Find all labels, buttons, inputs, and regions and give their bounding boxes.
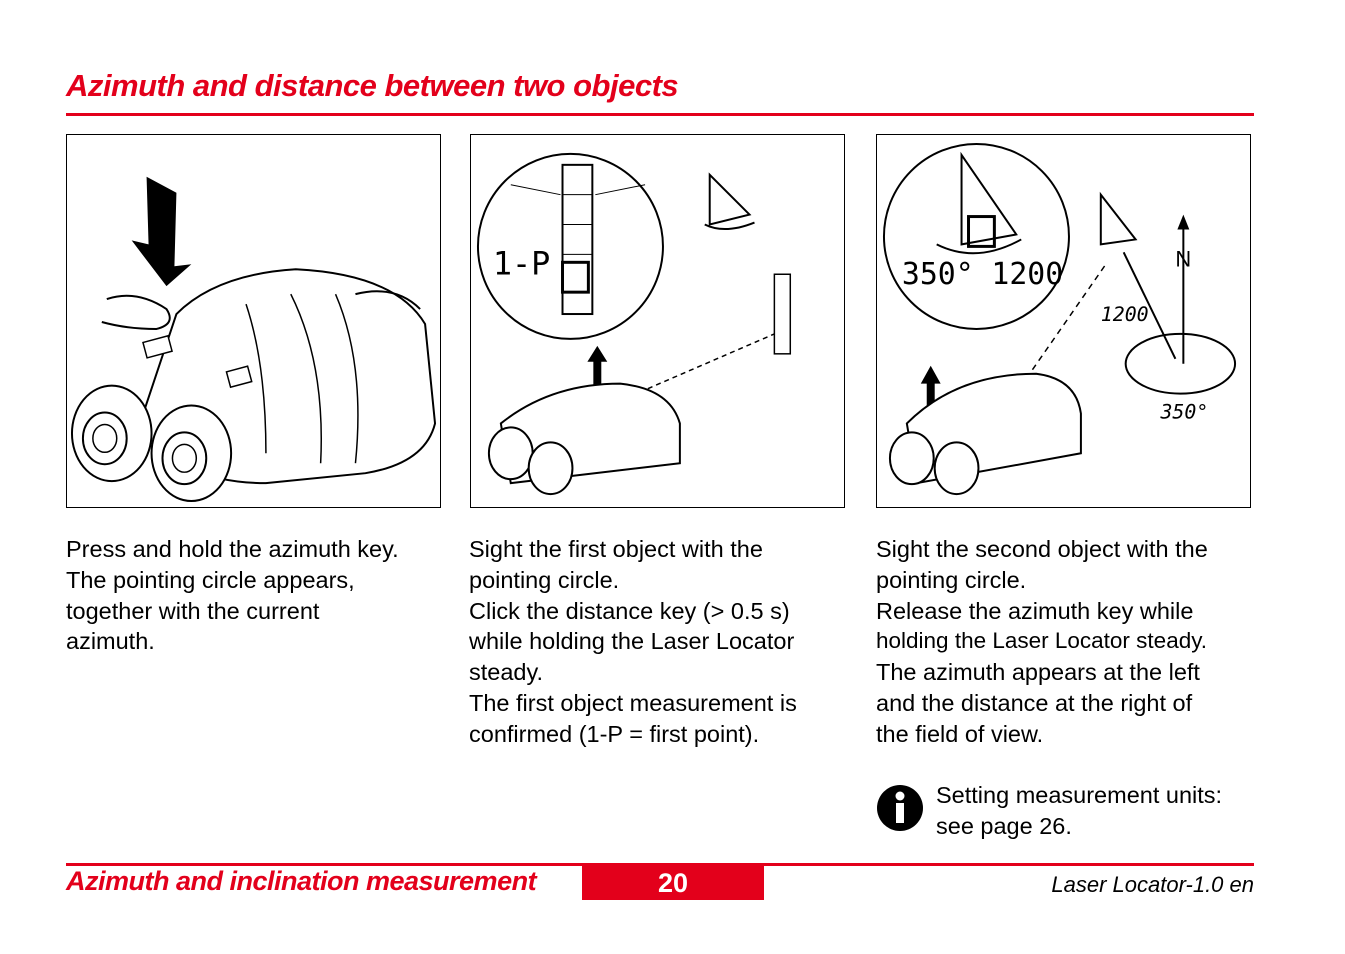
lighthouse-distant-icon	[773, 273, 792, 355]
illustration-first-object: 1-P	[470, 134, 845, 508]
footer-product: Laser Locator-1.0 en	[1051, 872, 1254, 897]
distance-line	[1122, 251, 1177, 360]
footer-rule	[66, 863, 1254, 866]
caption-line: Sight the first object with the	[469, 536, 763, 562]
display-first-point: 1-P	[493, 244, 550, 282]
page-title: Azimuth and distance between two objects	[66, 68, 679, 103]
down-arrow-icon	[131, 176, 192, 287]
page-number: 20	[582, 866, 764, 900]
north-arrow-icon	[1177, 214, 1190, 230]
info-icon	[877, 785, 923, 831]
north-label: N	[1175, 246, 1191, 271]
caption-line: The first object measurement is	[469, 689, 797, 716]
display-azimuth: 350°	[902, 257, 974, 292]
sight-line	[590, 333, 775, 415]
note-line: Setting measurement units:	[936, 782, 1223, 808]
caption-line: Click the distance key (> 0.5 s)	[469, 597, 790, 624]
sailboat-icon	[960, 151, 1018, 246]
caption-line: steady.	[469, 659, 544, 686]
display-marker	[561, 260, 590, 294]
display-marker	[967, 215, 996, 248]
first-object-illustration: 1-P	[476, 152, 792, 496]
caption-line: the field of view.	[876, 720, 1044, 747]
illustration-press-azimuth-key	[66, 134, 441, 508]
display-distance: 1200	[991, 257, 1063, 292]
caption-line: The azimuth appears at the left	[876, 659, 1200, 686]
double-arrow-icon	[587, 345, 608, 415]
info-note-text: Setting measurement units: see page 26.	[936, 780, 1222, 842]
header-rule	[66, 113, 1254, 116]
footer-section-title: Azimuth and inclination measurement	[66, 866, 537, 896]
map-azimuth-label: 350°	[1159, 400, 1208, 423]
caption-line: confirmed (1-P = first point).	[469, 720, 760, 747]
caption-line: together with the current	[66, 597, 320, 624]
caption-line: Release the azimuth key while	[876, 597, 1194, 624]
up-arrow-icon	[920, 365, 941, 416]
map-distance-label: 1200	[1101, 303, 1149, 326]
caption-line: Press and hold the azimuth key.	[66, 536, 399, 562]
caption-line: pointing circle.	[876, 566, 1027, 593]
pointing-circle	[882, 142, 1070, 330]
caption-line: pointing circle.	[469, 566, 620, 593]
caption-line: The pointing circle appears,	[66, 566, 355, 593]
caption-line: while holding the Laser Locator	[469, 628, 795, 655]
sailboat-icon	[708, 172, 752, 226]
caption-step-2: Sight the first object with the pointing…	[469, 534, 797, 750]
caption-line: and the distance at the right of	[876, 689, 1193, 716]
note-line: see page 26.	[936, 812, 1072, 839]
caption-step-1: Press and hold the azimuth key. The poin…	[66, 534, 399, 657]
binocular-press-illustration	[70, 176, 437, 503]
illustration-second-object: 350° 1200 N 1200 350°	[876, 134, 1251, 508]
sight-line	[1025, 263, 1107, 380]
caption-line: Sight the second object with the	[876, 536, 1208, 562]
caption-line: azimuth.	[66, 628, 155, 655]
second-object-illustration: 350° 1200 N 1200 350°	[882, 142, 1237, 496]
map-circle	[1124, 332, 1237, 395]
sailboat-distant-icon	[1099, 191, 1138, 246]
caption-line: holding the Laser Locator steady.	[876, 628, 1208, 654]
caption-step-3: Sight the second object with the pointin…	[876, 534, 1208, 750]
